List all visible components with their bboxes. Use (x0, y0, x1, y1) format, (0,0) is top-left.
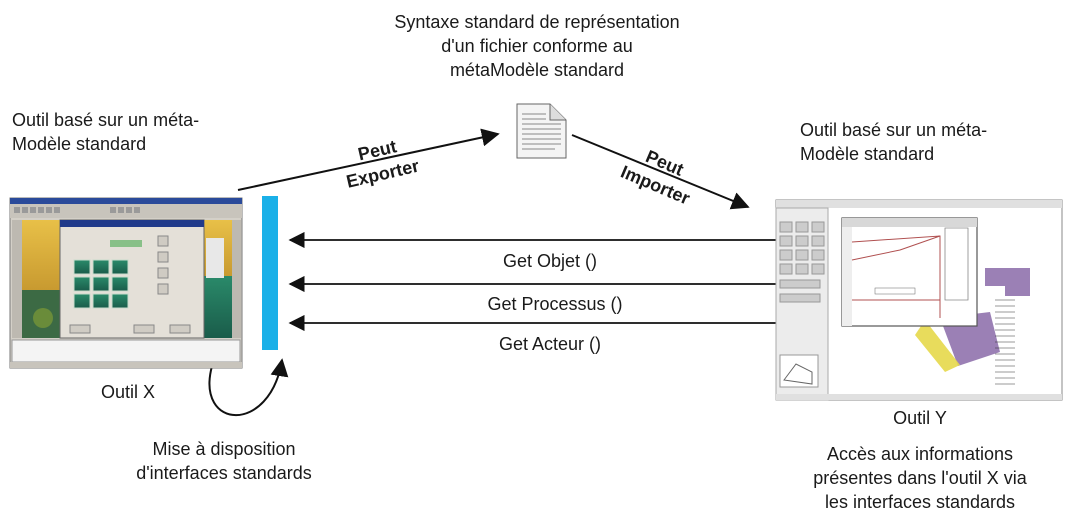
right-tool-caption-line1: Outil basé sur un méta- (800, 120, 988, 140)
provide-interfaces-arrow (208, 358, 289, 416)
access-caption: Accès aux informations présentes dans l'… (790, 442, 1050, 514)
file-syntax-caption-line3: métaModèle standard (449, 60, 625, 80)
outil-y-screenshot (775, 199, 1063, 401)
interfaces-caption-line1: Mise à disposition (152, 439, 296, 459)
import-arrow (571, 134, 750, 210)
left-tool-caption-line2: Modèle standard (12, 134, 147, 154)
outil-x-screenshot (9, 197, 243, 369)
file-syntax-caption-line1: Syntaxe standard de représentation (394, 12, 680, 32)
export-arrow (237, 128, 500, 191)
get-processus-label: Get Processus () (487, 294, 623, 314)
access-caption-line3: les interfaces standards (824, 492, 1016, 512)
access-caption-line2: présentes dans l'outil X via (813, 468, 1027, 488)
standard-interface-bar (262, 196, 278, 350)
get-objet-label: Get Objet () (502, 251, 598, 271)
right-tool-caption: Outil basé sur un méta- Modèle standard (800, 118, 987, 166)
outil-x-label: Outil X (100, 382, 156, 402)
outil-y-label: Outil Y (893, 408, 947, 428)
interfaces-caption-line2: d'interfaces standards (136, 463, 312, 483)
file-syntax-caption-line2: d'un fichier conforme au (441, 36, 633, 56)
right-tool-caption-line2: Modèle standard (800, 144, 935, 164)
document-icon (516, 103, 567, 159)
left-tool-caption: Outil basé sur un méta- Modèle standard (12, 108, 199, 156)
access-caption-line1: Accès aux informations (826, 444, 1014, 464)
file-syntax-caption: Syntaxe standard de représentation d'un … (337, 10, 737, 82)
left-tool-caption-line1: Outil basé sur un méta- (12, 110, 200, 130)
interfaces-caption: Mise à disposition d'interfaces standard… (104, 437, 344, 485)
get-acteur-label: Get Acteur () (498, 334, 602, 354)
